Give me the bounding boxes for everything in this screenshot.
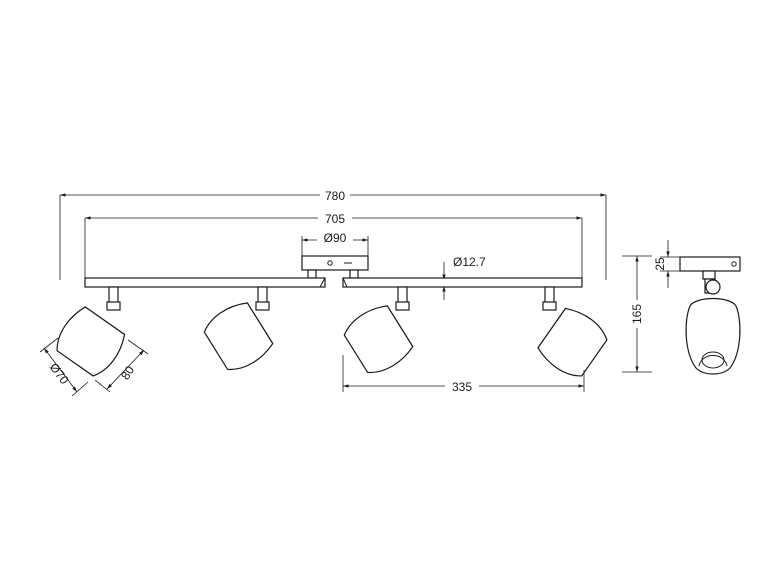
canopy-diameter-label: Ø90 [324,231,347,245]
dimension-canopy-diameter: Ø90 [301,230,369,256]
spot-4 [537,286,608,377]
bar-right [342,277,583,288]
spot-2 [203,286,274,371]
dimension-overall-length: 780 [59,188,607,280]
side-view [679,256,741,375]
bar-length-label: 705 [325,212,345,226]
dimension-canopy-height: 25 [653,240,680,288]
dimension-bar-length: 705 [84,211,583,278]
spot-3 [343,286,414,374]
height-label: 165 [630,304,644,324]
bar-diameter-label: Ø12.7 [453,255,486,269]
dimension-spot-spacing: 335 [342,355,585,394]
dimension-height: 165 [622,255,652,373]
canopy-height-label: 25 [653,257,667,271]
canopy-front [301,255,369,279]
shade-length-label: 80 [118,363,137,382]
bar-left [84,277,326,288]
spot-spacing-label: 335 [452,380,472,394]
overall-length-label: 780 [325,189,345,203]
shade-diameter-label: Ø70 [47,360,72,387]
